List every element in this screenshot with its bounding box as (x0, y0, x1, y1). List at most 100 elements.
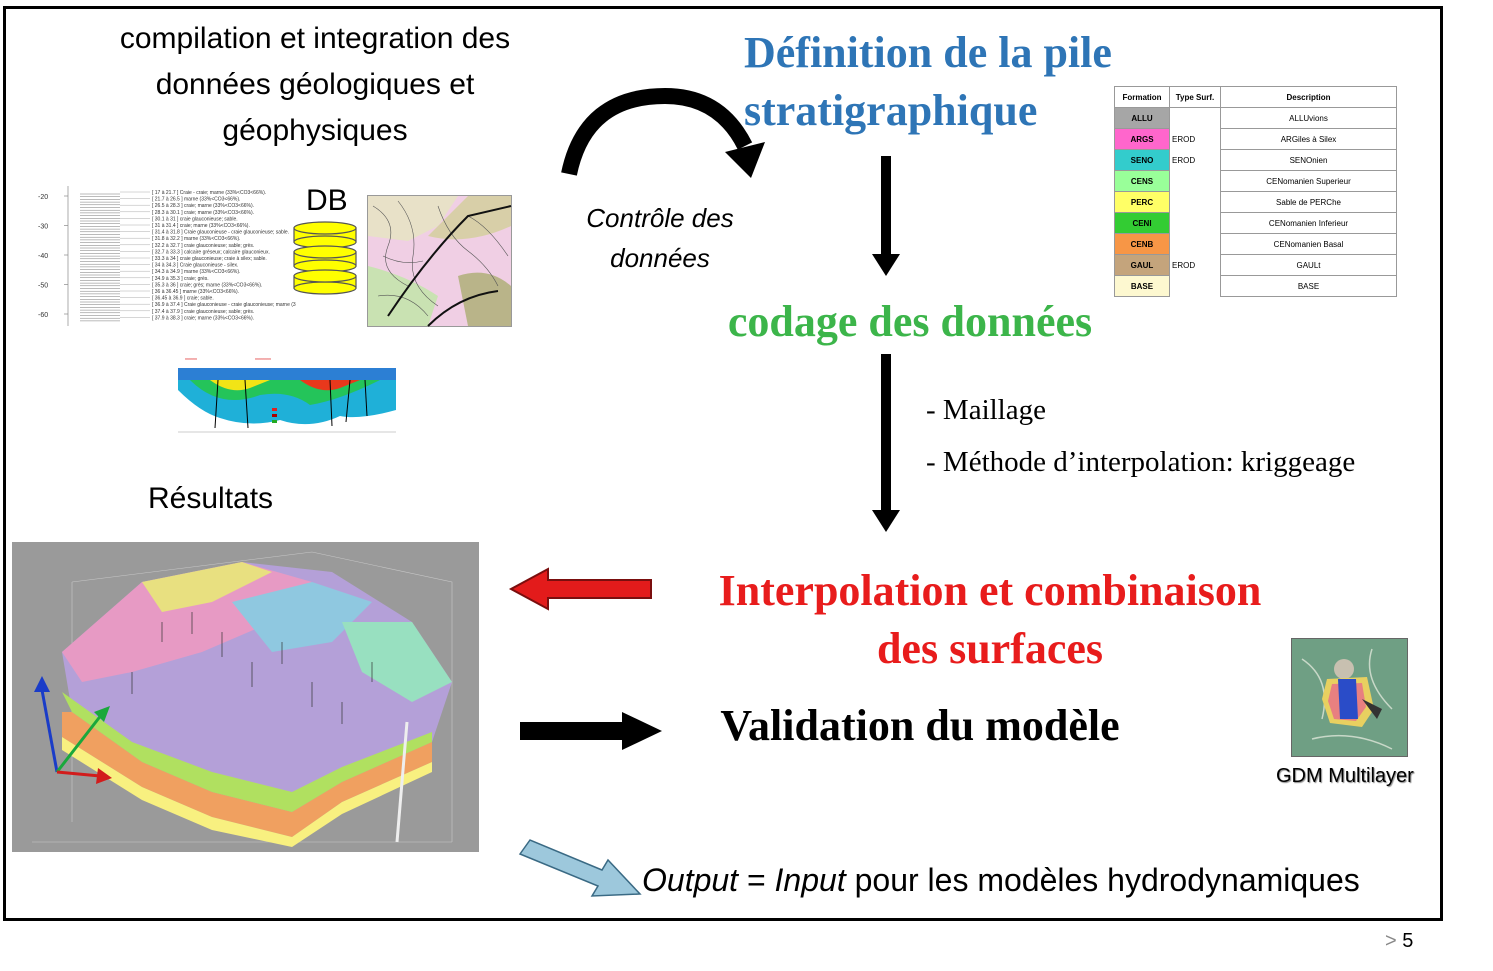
log-entry: [ 26.5 à 28.3 ] craie; marne (33%<CO3<66… (152, 203, 254, 209)
log-entry: [ 36.45 à 36.9 ] craie; sable. (152, 296, 214, 302)
surface-type (1169, 275, 1221, 297)
input-word: Input (774, 862, 846, 898)
bullet-interpolation-method: - Méthode d’interpolation: kriggeage (926, 446, 1356, 478)
formation-code: ALLU (1114, 107, 1170, 129)
db-label: DB (306, 184, 348, 217)
black-right-arrow (520, 712, 662, 750)
strat-row-allu: ALLU ALLUvions (1114, 107, 1397, 129)
strat-row-base: BASE BASE (1114, 275, 1397, 297)
formation-code: PERC (1114, 191, 1170, 213)
formation-description: GAULt (1220, 254, 1397, 276)
log-entry: [ 28.3 à 30.1 ] craie; marne (33%<CO3<66… (152, 210, 254, 216)
light-blue-arrow (518, 839, 642, 897)
formation-description: BASE (1220, 275, 1397, 297)
log-entry: [ 31.8 à 32.2 ] marne (33%<CO3<66%). (152, 236, 240, 242)
compilation-line-3: géophysiques (222, 114, 408, 147)
log-entry: [ 30.1 à 31 ] craie glauconieuse; sable. (152, 216, 238, 222)
compilation-caption: compilation et integration des données g… (60, 16, 570, 154)
surface-type: EROD (1169, 254, 1221, 276)
output-rest: pour les modèles hydrodynamiques (845, 862, 1360, 898)
control-caption: Contrôle des données (560, 198, 760, 278)
compilation-line-1: compilation et integration des (119, 22, 511, 55)
coding-title: codage des données (727, 297, 1093, 346)
log-entry: [ 37.9 à 38.3 ] craie; marne (33%<CO3<66… (152, 315, 254, 321)
borehole-log-image: -20-30-40-50-60[ 17 à 21.7 ] Craie - cra… (34, 186, 296, 326)
log-axis-tick: -60 (38, 312, 48, 319)
strat-table-header: Formation Type Surf. Description (1114, 86, 1397, 108)
page-number-value: 5 (1402, 930, 1414, 952)
formation-description: CENomanien Superieur (1220, 170, 1397, 192)
log-entry: [ 32.7 à 33.3 ] calcaire gréseux; calcai… (152, 249, 270, 255)
gdm-multilayer-image (1291, 638, 1408, 757)
geological-map-image (367, 195, 512, 327)
formation-description: CENomanien Basal (1220, 233, 1397, 255)
log-axis-tick: -40 (38, 253, 48, 260)
interpolation-title-line-2: des surfaces (876, 624, 1104, 673)
formation-description: CENomanien Inferieur (1220, 212, 1397, 234)
down-arrow-2 (872, 354, 900, 532)
results-label: Résultats (148, 482, 274, 515)
strat-row-cenb: CENB CENomanien Basal (1114, 233, 1397, 255)
log-entry: [ 34 à 34.3 ] Craie glauconieuse - silex… (152, 263, 238, 269)
log-entry: [ 34.9 à 35.3 ] craie; grès. (152, 276, 209, 282)
surface-type: EROD (1169, 149, 1221, 171)
log-entry: [ 33.3 à 34 ] craie glauconieuse; craie … (152, 256, 267, 262)
formation-code: BASE (1114, 275, 1170, 297)
control-line-2: données (610, 243, 710, 273)
model-3d-image (12, 542, 479, 852)
formation-description: Sable de PERChe (1220, 191, 1397, 213)
header-type-surf: Type Surf. (1169, 86, 1221, 108)
surface-type: EROD (1169, 128, 1221, 150)
bullet-meshing: - Maillage (926, 394, 1046, 426)
page-number: > 5 (1385, 930, 1413, 953)
svg-text:xxxxxxxx: xxxxxxxx (255, 356, 271, 361)
surface-type (1169, 170, 1221, 192)
log-entry: [ 31.4 à 31.8 ] Craie glauconieuse - cra… (152, 230, 289, 236)
definition-title-line-1: Définition de la pile (744, 28, 1112, 77)
formation-description: ALLUvions (1220, 107, 1397, 129)
log-entry: [ 34.3 à 34.9 ] marne (33%<CO3<66%). (152, 269, 240, 275)
definition-title: Définition de la pile stratigraphique (700, 24, 1200, 140)
formation-code: SENO (1114, 149, 1170, 171)
interpolation-title: Interpolation et combinaison des surface… (650, 562, 1330, 678)
borehole-log-svg: -20-30-40-50-60[ 17 à 21.7 ] Craie - cra… (34, 186, 296, 326)
surface-type (1169, 233, 1221, 255)
surface-type (1169, 212, 1221, 234)
formation-code: CENB (1114, 233, 1170, 255)
curved-arrow (561, 87, 765, 178)
log-entry: [ 37.4 à 37.9 ] craie glauconieuse; sabl… (152, 309, 254, 315)
page-marker: > (1385, 930, 1397, 952)
red-left-arrow (508, 567, 652, 611)
header-description: Description (1220, 86, 1397, 108)
log-entry: [ 21.7 à 26.5 ] marne (33%<CO3<66%). (152, 197, 240, 203)
svg-text:xxxxxx: xxxxxx (185, 356, 197, 361)
log-entry: [ 35.3 à 36 ] craie; grès; marne (33%<CO… (152, 282, 262, 288)
surface-type (1169, 107, 1221, 129)
model-3d-svg (12, 542, 479, 852)
formation-description: ARGiles à Silex (1220, 128, 1397, 150)
definition-title-line-2: stratigraphique (744, 86, 1038, 135)
interpolation-title-line-1: Interpolation et combinaison (718, 566, 1262, 615)
log-axis-tick: -20 (38, 194, 48, 201)
control-line-1: Contrôle des (586, 203, 734, 233)
output-word: Output (642, 862, 739, 898)
log-entry: [ 31 à 31.4 ] craie; marne (33%<CO3<66%)… (152, 223, 250, 229)
output-statement: Output = Input pour les modèles hydrodyn… (642, 862, 1360, 899)
formation-code: ARGS (1114, 128, 1170, 150)
formation-code: GAUL (1114, 254, 1170, 276)
gdm-multilayer-label: GDM Multilayer (1276, 765, 1414, 787)
formation-code: CENI (1114, 212, 1170, 234)
strat-row-ceni: CENI CENomanien Inferieur (1114, 212, 1397, 234)
gdm-multilayer-svg (1292, 639, 1407, 756)
geological-map-svg (368, 196, 512, 327)
log-entry: [ 32.2 à 32.7 ] craie glauconieuse; sabl… (152, 243, 254, 249)
log-axis-tick: -50 (38, 283, 48, 290)
slide-frame (3, 6, 1443, 921)
validation-title: Validation du modèle (720, 701, 1120, 750)
